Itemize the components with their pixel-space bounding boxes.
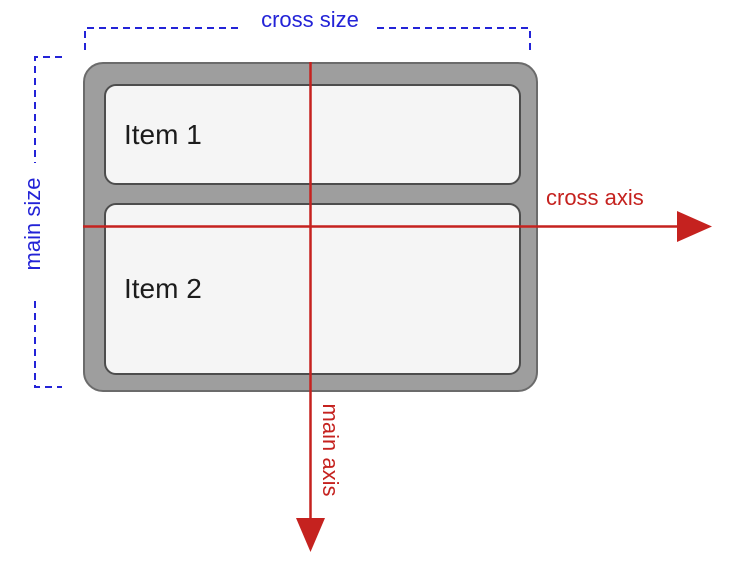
main-size-bracket-top [34, 56, 62, 163]
flex-item-1: Item 1 [104, 84, 521, 185]
flex-container: Item 1 Item 2 [83, 62, 538, 392]
flex-item-1-label: Item 1 [124, 118, 202, 150]
flex-item-2-label: Item 2 [124, 273, 202, 304]
main-axis-arrowhead-icon [296, 518, 325, 552]
flex-item-2: Item 2 [104, 203, 521, 375]
cross-size-bracket-right [377, 27, 531, 50]
cross-axis-label: cross axis [546, 185, 644, 210]
main-size-bracket-bottom [34, 301, 62, 388]
cross-size-label: cross size [261, 7, 359, 32]
main-size-label: main size [20, 177, 45, 271]
cross-axis-arrowhead-icon [677, 211, 712, 242]
main-axis-label: main axis [318, 403, 343, 497]
cross-size-bracket-left [84, 27, 242, 50]
